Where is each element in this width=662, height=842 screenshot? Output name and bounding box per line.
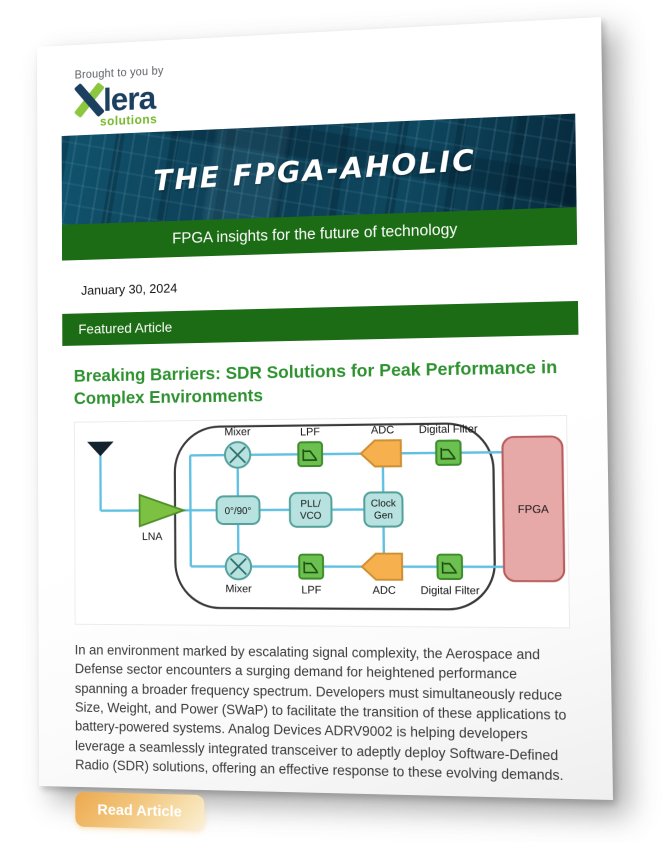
lpf-top-label: LPF (300, 427, 320, 439)
newsletter-title: THE FPGA-AHOLIC (152, 142, 477, 198)
pll-vco-box (290, 493, 332, 527)
lna-label: LNA (142, 532, 163, 544)
phase-splitter-label: 0°/90° (225, 506, 252, 517)
fpga-box (502, 437, 564, 582)
clock-gen-label-line1: Clock (371, 498, 397, 509)
lna-amplifier-icon (140, 495, 184, 527)
lpf-bottom-icon (299, 555, 323, 579)
read-article-button[interactable]: Read Article (75, 792, 205, 831)
newsletter-page: Brought to you by lera solutions THE FPG… (37, 16, 613, 831)
digital-filter-top-label: Digital Filter (419, 424, 479, 437)
issue-date: January 30, 2024 (81, 280, 178, 298)
preheader-text: Brought to you by (74, 65, 164, 82)
adc-top-icon (361, 440, 401, 466)
lpf-bottom-label: LPF (301, 585, 321, 597)
fpga-label: FPGA (518, 504, 549, 516)
digital-filter-top-icon (436, 441, 461, 465)
clock-gen-box (364, 493, 402, 527)
phase-splitter-box (217, 496, 260, 524)
mixer-bottom-icon (226, 554, 252, 580)
digital-filter-bottom-label: Digital Filter (421, 586, 481, 598)
article-title: Breaking Barriers: SDR Solutions for Pea… (73, 356, 558, 409)
sdr-diagram-svg: LNA Mixer Mixer LPF (87, 416, 569, 627)
mixer-top-label: Mixer (224, 427, 251, 439)
adc-top-label: ADC (371, 425, 395, 437)
pll-vco-label-line1: PLL/ (300, 498, 321, 509)
adc-bottom-label: ADC (373, 585, 397, 597)
sdr-block-diagram: LNA Mixer Mixer LPF (73, 415, 571, 629)
mixer-top-icon (225, 442, 250, 468)
logo-subtitle: solutions (99, 111, 158, 129)
clock-gen-label-line2: Gen (374, 510, 393, 521)
antenna-icon (87, 441, 114, 457)
adc-bottom-icon (362, 554, 402, 580)
article-body-text: In an environment marked by escalating s… (74, 642, 567, 784)
xlera-logo: lera solutions (73, 79, 157, 128)
lpf-top-icon (298, 442, 322, 466)
logo-x-icon (73, 82, 105, 119)
digital-filter-bottom-icon (437, 555, 462, 579)
header-banner: THE FPGA-AHOLIC (61, 113, 577, 225)
mixer-bottom-label: Mixer (225, 584, 252, 596)
featured-article-bar: Featured Article (62, 300, 579, 346)
pll-vco-label-line2: VCO (300, 510, 321, 521)
